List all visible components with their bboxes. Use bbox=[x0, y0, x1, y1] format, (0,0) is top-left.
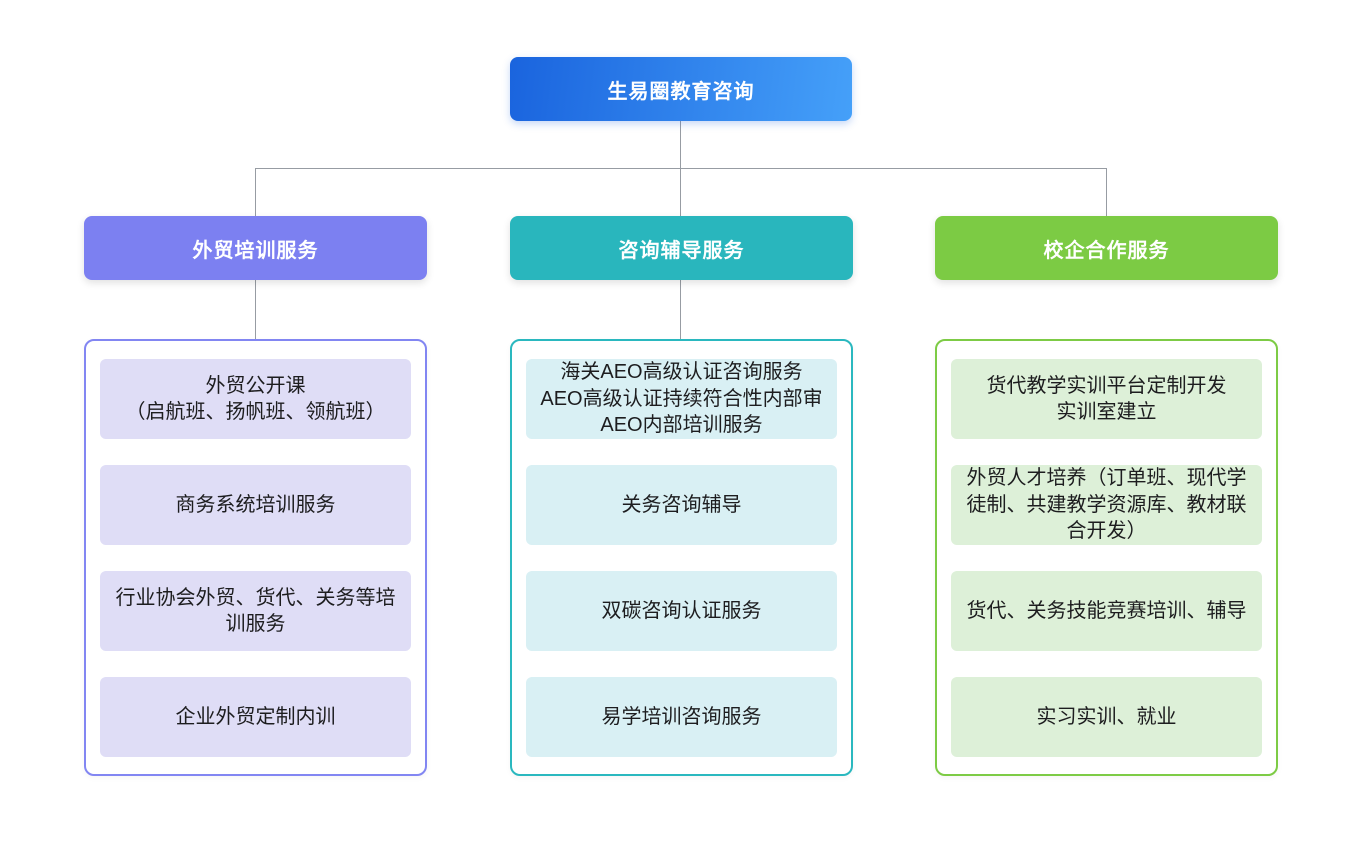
service-node[interactable]: 海关AEO高级认证咨询服务 AEO高级认证持续符合性内部审 AEO内部培训服务 bbox=[526, 359, 837, 439]
service-node-label: 外贸人才培养（订单班、现代学 徒制、共建教学资源库、教材联 合开发） bbox=[966, 467, 1247, 543]
service-node-label: 双碳咨询认证服务 bbox=[601, 599, 762, 622]
service-node-label: 行业协会外贸、货代、关务等培 训服务 bbox=[115, 586, 396, 635]
service-node[interactable]: 关务咨询辅导 bbox=[526, 465, 837, 545]
service-node[interactable]: 货代、关务技能竞赛培训、辅导 bbox=[951, 571, 1262, 651]
service-node[interactable]: 双碳咨询认证服务 bbox=[526, 571, 837, 651]
branch-foreign-trade-training: 外贸培训服务 外贸公开课 （启航班、扬帆班、领航班） 商务系统培训服务 行业协会… bbox=[84, 216, 427, 776]
service-node-label: 海关AEO高级认证咨询服务 AEO高级认证持续符合性内部审 AEO内部培训服务 bbox=[540, 361, 823, 437]
service-node-label: 实习实训、就业 bbox=[1036, 705, 1177, 728]
connector-root-drop bbox=[680, 121, 681, 168]
branch-box-school-enterprise-cooperation: 货代教学实训平台定制开发 实训室建立 外贸人才培养（订单班、现代学 徒制、共建教… bbox=[935, 339, 1278, 776]
branch-header-foreign-trade-training[interactable]: 外贸培训服务 bbox=[84, 216, 427, 280]
branch-header-school-enterprise-cooperation[interactable]: 校企合作服务 bbox=[935, 216, 1278, 280]
branch-school-enterprise-cooperation: 校企合作服务 货代教学实训平台定制开发 实训室建立 外贸人才培养（订单班、现代学… bbox=[935, 216, 1278, 776]
service-node[interactable]: 实习实训、就业 bbox=[951, 677, 1262, 757]
service-node[interactable]: 货代教学实训平台定制开发 实训室建立 bbox=[951, 359, 1262, 439]
service-node[interactable]: 行业协会外贸、货代、关务等培 训服务 bbox=[100, 571, 411, 651]
service-node[interactable]: 外贸公开课 （启航班、扬帆班、领航班） bbox=[100, 359, 411, 439]
service-node-label: 外贸公开课 （启航班、扬帆班、领航班） bbox=[125, 374, 386, 423]
service-node-label: 易学培训咨询服务 bbox=[601, 705, 762, 728]
service-node-label: 关务咨询辅导 bbox=[621, 493, 742, 516]
connector-branch-2-top-drop bbox=[1106, 168, 1107, 216]
branch-box-foreign-trade-training: 外贸公开课 （启航班、扬帆班、领航班） 商务系统培训服务 行业协会外贸、货代、关… bbox=[84, 339, 427, 776]
connector-horizontal-rail bbox=[255, 168, 1107, 169]
branch-header-consulting-coaching[interactable]: 咨询辅导服务 bbox=[510, 216, 853, 280]
service-node[interactable]: 商务系统培训服务 bbox=[100, 465, 411, 545]
service-node[interactable]: 易学培训咨询服务 bbox=[526, 677, 837, 757]
service-node[interactable]: 企业外贸定制内训 bbox=[100, 677, 411, 757]
connector-branch-1-box-drop bbox=[680, 280, 681, 339]
service-node[interactable]: 外贸人才培养（订单班、现代学 徒制、共建教学资源库、教材联 合开发） bbox=[951, 465, 1262, 545]
connector-branch-0-top-drop bbox=[255, 168, 256, 216]
branch-consulting-coaching: 咨询辅导服务 海关AEO高级认证咨询服务 AEO高级认证持续符合性内部审 AEO… bbox=[510, 216, 853, 776]
branch-box-consulting-coaching: 海关AEO高级认证咨询服务 AEO高级认证持续符合性内部审 AEO内部培训服务 … bbox=[510, 339, 853, 776]
service-node-label: 商务系统培训服务 bbox=[175, 493, 336, 516]
service-node-label: 货代教学实训平台定制开发 实训室建立 bbox=[986, 374, 1227, 423]
service-node-label: 货代、关务技能竞赛培训、辅导 bbox=[966, 599, 1247, 622]
service-node-label: 企业外贸定制内训 bbox=[175, 705, 336, 728]
connector-branch-1-top-drop bbox=[680, 168, 681, 216]
connector-branch-0-box-drop bbox=[255, 280, 256, 339]
root-node[interactable]: 生易圈教育咨询 bbox=[510, 57, 852, 121]
